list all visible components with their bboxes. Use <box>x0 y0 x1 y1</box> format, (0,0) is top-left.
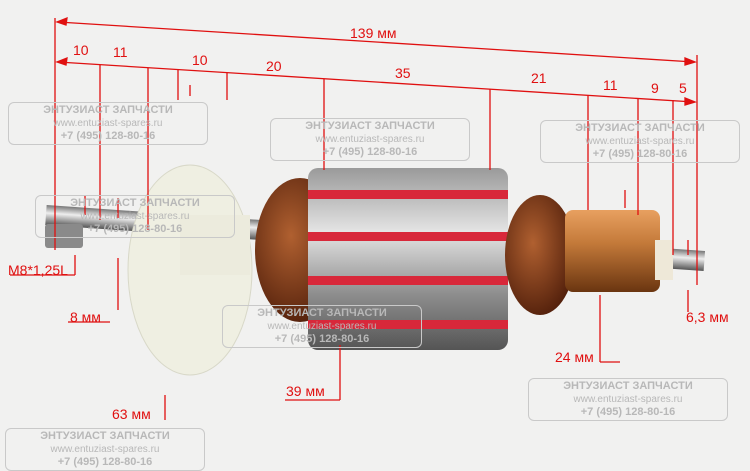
watermark-phone: +7 (495) 128-80-16 <box>60 130 156 142</box>
armature-photo <box>10 16 706 420</box>
watermark-title: ЭНТУЗИАСТ ЗАПЧАСТИ <box>257 307 387 319</box>
segment-label: 21 <box>531 70 547 86</box>
watermark-title: ЭНТУЗИАСТ ЗАПЧАСТИ <box>70 197 200 209</box>
shaft-right-label: 6,3 мм <box>686 309 729 325</box>
core-diameter-label: 39 мм <box>286 383 325 399</box>
fan-diameter-label: 63 мм <box>112 406 151 422</box>
watermark: ЭНТУЗИАСТ ЗАПЧАСТИ www.entuziast-spares.r… <box>5 428 205 471</box>
watermark-url: www.entuziast-spares.ru <box>315 134 425 145</box>
thread-label: M8*1,25L <box>8 262 68 278</box>
watermark: ЭНТУЗИАСТ ЗАПЧАСТИ www.entuziast-spares.r… <box>222 305 422 348</box>
watermark: ЭНТУЗИАСТ ЗАПЧАСТИ www.entuziast-spares.r… <box>270 118 470 161</box>
total-length-label: 139 мм <box>350 25 397 41</box>
segment-label: 11 <box>603 77 618 93</box>
watermark-title: ЭНТУЗИАСТ ЗАПЧАСТИ <box>305 120 435 132</box>
segment-label: 10 <box>192 52 208 68</box>
watermark-title: ЭНТУЗИАСТ ЗАПЧАСТИ <box>40 430 170 442</box>
watermark-url: www.entuziast-spares.ru <box>53 118 163 129</box>
watermark: ЭНТУЗИАСТ ЗАПЧАСТИ www.entuziast-spares.r… <box>35 195 235 238</box>
watermark-url: www.entuziast-spares.ru <box>585 136 695 147</box>
watermark-title: ЭНТУЗИАСТ ЗАПЧАСТИ <box>43 104 173 116</box>
segment-label: 9 <box>651 80 659 96</box>
commutator-insulator <box>655 240 673 280</box>
segment-label: 35 <box>395 65 411 81</box>
armature <box>45 164 706 376</box>
watermark-url: www.entuziast-spares.ru <box>267 321 377 332</box>
watermark-phone: +7 (495) 128-80-16 <box>57 456 153 468</box>
segment-label: 5 <box>679 80 687 96</box>
core <box>308 168 508 350</box>
dimension-lines <box>10 16 698 420</box>
segment-label: 20 <box>266 58 282 74</box>
rear-winding <box>505 195 575 315</box>
watermark: ЭНТУЗИАСТ ЗАПЧАСТИ www.entuziast-spares.r… <box>8 102 208 145</box>
core-slots <box>308 190 508 329</box>
watermark-phone: +7 (495) 128-80-16 <box>87 223 183 235</box>
watermark-phone: +7 (495) 128-80-16 <box>322 146 418 158</box>
watermark-phone: +7 (495) 128-80-16 <box>274 333 370 345</box>
shaft-left-label: 8 мм <box>70 309 101 325</box>
watermark-url: www.entuziast-spares.ru <box>80 211 190 222</box>
watermark: ЭНТУЗИАСТ ЗАПЧАСТИ www.entuziast-spares.r… <box>528 378 728 421</box>
watermark-title: ЭНТУЗИАСТ ЗАПЧАСТИ <box>563 380 693 392</box>
watermark-url: www.entuziast-spares.ru <box>50 444 160 455</box>
watermark-title: ЭНТУЗИАСТ ЗАПЧАСТИ <box>575 122 705 134</box>
segment-label: 11 <box>113 44 128 60</box>
watermark-phone: +7 (495) 128-80-16 <box>580 406 676 418</box>
watermark: ЭНТУЗИАСТ ЗАПЧАСТИ www.entuziast-spares.r… <box>540 120 740 163</box>
watermark-phone: +7 (495) 128-80-16 <box>592 148 688 160</box>
commutator-diameter-label: 24 мм <box>555 349 594 365</box>
commutator <box>565 210 660 292</box>
segment-label: 10 <box>73 42 89 58</box>
fan-hub <box>180 215 250 275</box>
watermark-url: www.entuziast-spares.ru <box>573 394 683 405</box>
